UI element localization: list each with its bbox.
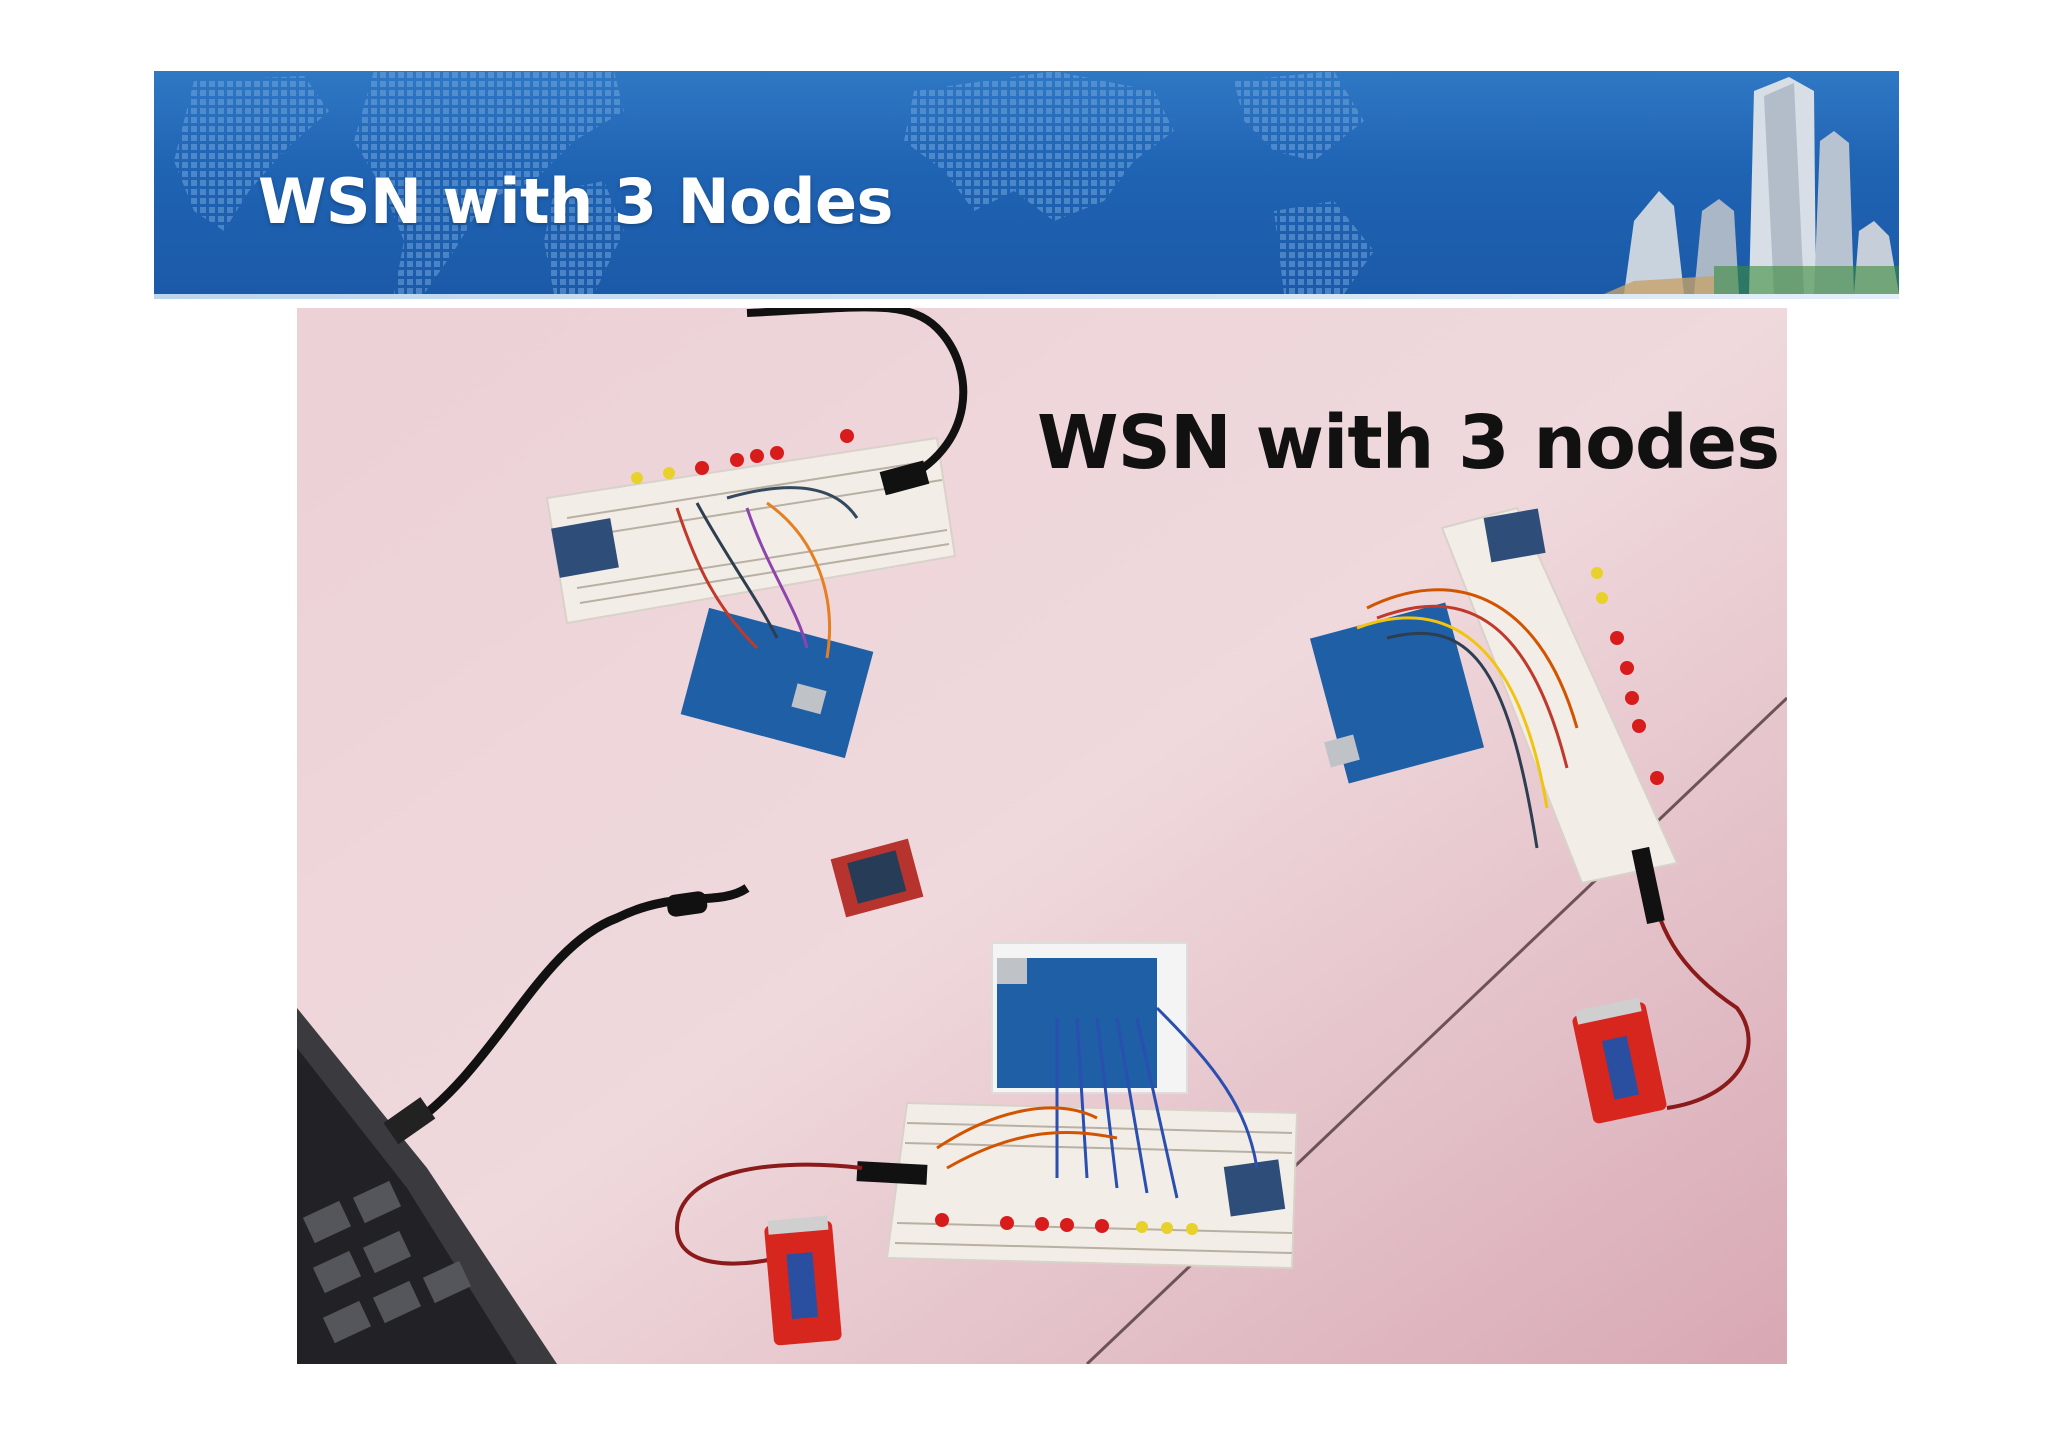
wsn-photo: WSN with 3 nodes xyxy=(297,308,1787,1364)
city-skyline-graphic xyxy=(1604,77,1899,294)
wsn-photo-illustration xyxy=(297,308,1787,1364)
usb-cable xyxy=(404,884,750,1132)
banner-divider xyxy=(154,294,1899,299)
world-map-graphic xyxy=(174,71,1899,294)
laptop xyxy=(297,1008,557,1364)
header-banner: WSN with 3 Nodes xyxy=(154,71,1899,294)
sensor-node-3 xyxy=(674,942,1299,1346)
sensor-node-1 xyxy=(545,308,968,759)
photo-caption: WSN with 3 nodes xyxy=(1037,400,1780,486)
sensor-node-2 xyxy=(1309,506,1751,1124)
xbee-explorer-board xyxy=(830,838,924,918)
battery-icon xyxy=(764,1215,842,1346)
slide-title: WSN with 3 Nodes xyxy=(258,165,893,238)
battery-icon xyxy=(1572,997,1667,1124)
